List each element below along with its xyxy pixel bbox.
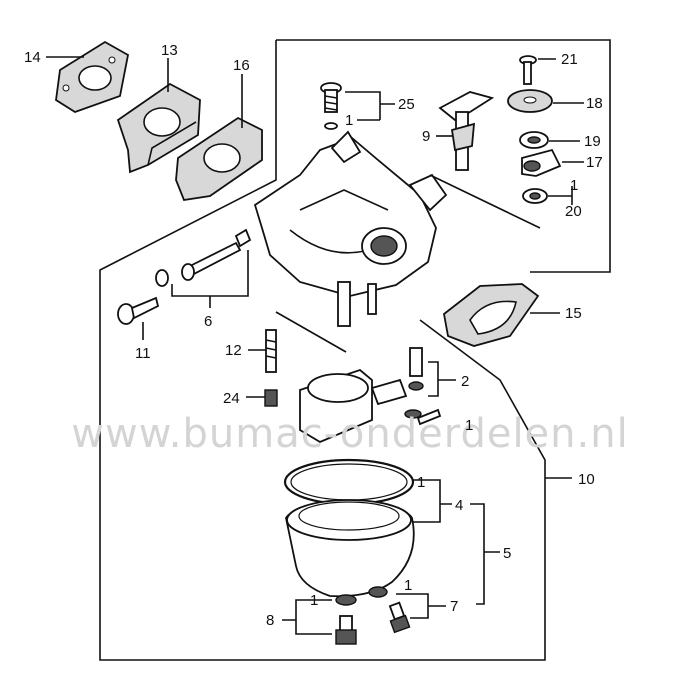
- gasket-15: [443, 283, 540, 347]
- jet-24: [264, 389, 278, 407]
- callout-10: 10: [578, 471, 595, 488]
- callout-1-chamber: 1: [417, 474, 425, 491]
- leader-2: [428, 361, 456, 397]
- callout-11: 11: [135, 345, 151, 362]
- screw-25: [320, 82, 342, 130]
- callout-1-float: 1: [465, 417, 473, 434]
- callout-21: 21: [561, 51, 578, 68]
- callout-15: 15: [565, 305, 582, 322]
- callout-5: 5: [503, 545, 511, 562]
- callout-25: 25: [398, 96, 415, 113]
- carburetor-body: [253, 130, 448, 327]
- watermark-text: www.bumac-onderdelen.nl: [71, 411, 628, 457]
- callout-12: 12: [225, 342, 242, 359]
- callout-6: 6: [204, 313, 212, 330]
- choke-lever-9: [438, 91, 495, 171]
- drain-screw-7: [368, 586, 411, 634]
- washer-19: [519, 131, 549, 149]
- callout-24: 24: [223, 390, 240, 407]
- insulator-13: [116, 82, 201, 174]
- leader-6: [171, 250, 249, 308]
- callout-1-drain: 1: [404, 577, 412, 594]
- pilot-screw-6: [155, 228, 252, 287]
- guide-choke: [429, 174, 541, 229]
- callout-2: 2: [461, 373, 469, 390]
- main-jet-12: [265, 329, 277, 373]
- callout-1-bolt: 1: [310, 592, 318, 609]
- callout-8: 8: [266, 612, 274, 629]
- callout-17: 17: [586, 154, 603, 171]
- gasket-14: [55, 40, 130, 113]
- leader-8: [282, 599, 332, 635]
- callout-9: 9: [422, 128, 430, 145]
- callout-1-screw25: 1: [345, 112, 353, 129]
- washer-20: [522, 188, 548, 204]
- leader-20: [548, 186, 573, 205]
- leader-7: [396, 593, 446, 619]
- callout-14: 14: [24, 49, 41, 66]
- callout-16: 16: [233, 57, 250, 74]
- leader-5: [470, 503, 500, 605]
- guide-jet: [275, 311, 347, 353]
- callout-13: 13: [161, 42, 178, 59]
- callout-1-washer20: 1: [570, 177, 578, 194]
- callout-20: 20: [565, 203, 582, 220]
- float-valve: [404, 347, 442, 426]
- callout-19: 19: [584, 133, 601, 150]
- assembly-boundary-10: [99, 39, 611, 661]
- screw-11: [117, 296, 160, 325]
- leader-25: [345, 91, 395, 121]
- callout-18: 18: [586, 95, 603, 112]
- float-chamber: [283, 458, 415, 598]
- callout-4: 4: [455, 497, 463, 514]
- callout-7: 7: [450, 598, 458, 615]
- lever-17: [521, 148, 562, 177]
- screw-21: [519, 55, 537, 85]
- bolt-8: [335, 594, 357, 645]
- plate-18: [507, 89, 553, 113]
- float-2: [299, 368, 408, 444]
- leader-4: [412, 479, 452, 523]
